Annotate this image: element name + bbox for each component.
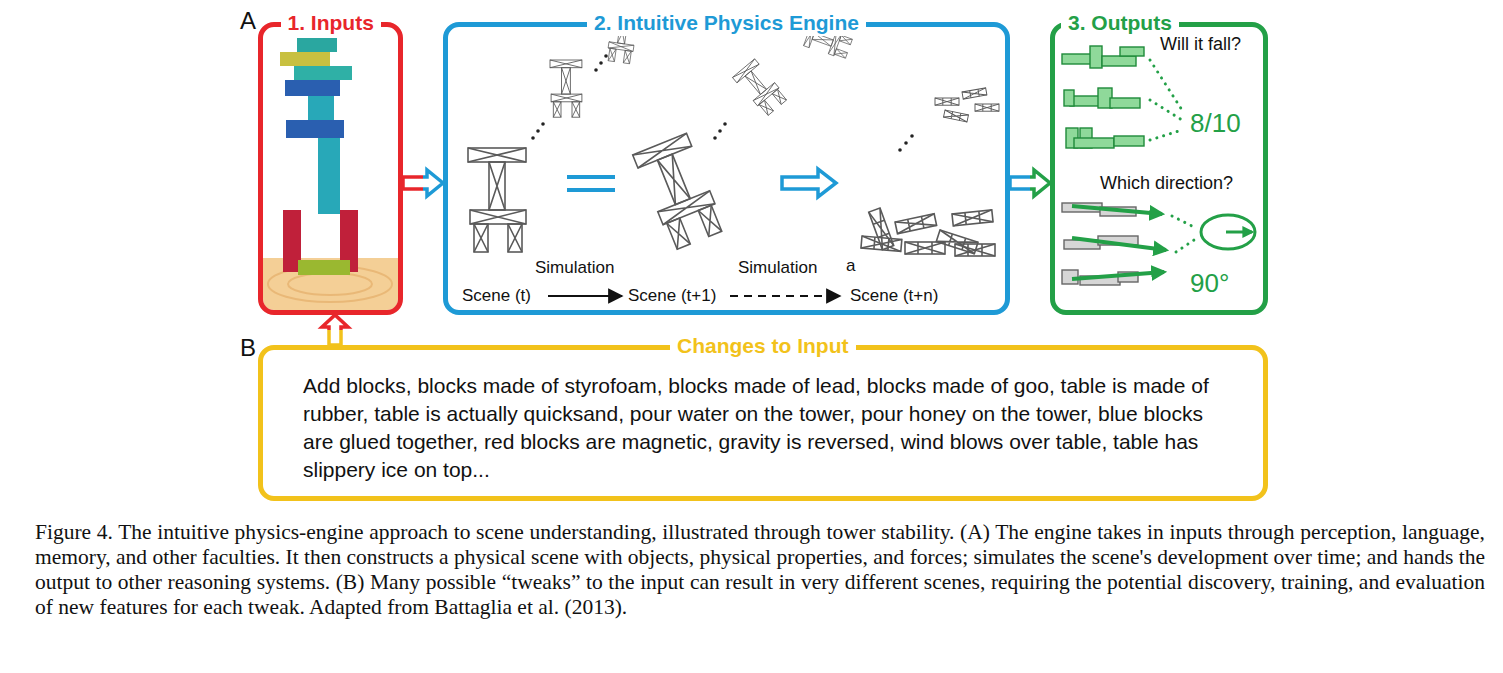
wireframe-scenes-part	[869, 208, 894, 250]
engine-arrows-part	[782, 169, 836, 197]
wireframe-scenes-part	[975, 104, 999, 111]
wireframe-scenes-part	[944, 110, 969, 122]
simulation-arrows-part	[548, 295, 622, 297]
wireframe-scenes-part	[550, 60, 582, 117]
hollow-arrow	[1010, 170, 1050, 196]
panel-body: Add blocks, blocks made of styrofoam, bl…	[303, 372, 1233, 484]
label: B	[240, 333, 256, 362]
angle-dots-part	[1176, 238, 1197, 252]
tower-photo-part	[285, 80, 340, 96]
wireframe-scenes-part-part	[541, 122, 545, 126]
panel-title: 1. Inputs	[281, 10, 381, 36]
angle-dots-part	[1172, 216, 1196, 228]
engine-arrows-part	[567, 175, 615, 179]
angle-symbol	[1201, 215, 1255, 249]
hollow-arrow	[403, 170, 443, 196]
tower-photo-part	[286, 120, 344, 138]
label: a	[846, 256, 855, 276]
panel-title: 2. Intuitive Physics Engine	[587, 10, 866, 36]
tower-photo	[263, 38, 398, 310]
label: Simulation	[535, 258, 614, 278]
count-dots-part	[1150, 130, 1182, 140]
label: Simulation	[738, 258, 817, 278]
wireframe-scenes-part	[468, 148, 526, 252]
wireframe-scenes-part	[895, 214, 937, 234]
wireframe-scenes-part	[633, 133, 726, 251]
wireframe-scenes	[468, 14, 999, 256]
label: Which direction?	[1100, 172, 1233, 194]
wireframe-scenes-part-part	[713, 136, 717, 140]
fall-outcomes-part	[1120, 47, 1144, 56]
wireframe-scenes-part	[962, 88, 987, 99]
fall-outcomes-part	[1064, 90, 1074, 106]
simulation-arrows-part	[730, 295, 840, 297]
wireframe-scenes-part	[732, 59, 788, 117]
panel-title: 3. Outputs	[1061, 10, 1179, 36]
panel: 3. Outputs	[1050, 22, 1268, 315]
panel: 2. Intuitive Physics Engine	[443, 22, 1010, 315]
label: Will it fall?	[1160, 33, 1241, 55]
count-dots-part	[1150, 100, 1182, 120]
wireframe-scenes-part-part	[536, 129, 540, 133]
engine-arrows-part	[567, 188, 615, 192]
count-dots-part	[1150, 60, 1182, 110]
wireframe-scenes-part-part	[599, 61, 603, 65]
wireframe-scenes-part-part	[898, 148, 902, 152]
label: 8/10	[1190, 108, 1241, 139]
fall-outcomes-part	[1062, 54, 1092, 64]
tower-photo-part	[280, 52, 330, 66]
angle-dots	[1172, 216, 1197, 252]
label: Scene (t+1)	[628, 286, 716, 306]
hollow-arrow	[322, 315, 348, 345]
tower-photo-part	[288, 273, 372, 295]
direction-arrows-part	[1072, 238, 1166, 250]
label: A	[240, 6, 256, 35]
fall-outcomes	[1062, 46, 1144, 148]
engine-arrows	[567, 169, 836, 197]
panel: Changes to InputAdd blocks, blocks made …	[258, 345, 1268, 501]
tower-photo-part	[297, 38, 337, 52]
tower-photo-part	[318, 138, 340, 214]
panel: 1. Inputs	[258, 22, 403, 315]
fall-outcomes-part	[1090, 46, 1102, 68]
wireframe-scenes-part-part	[531, 136, 535, 140]
wireframe-scenes-part-part	[604, 54, 608, 58]
wireframe-scenes-part-part	[723, 122, 727, 126]
angle-symbol-part	[1201, 215, 1255, 249]
wireframe-scenes-part-part	[718, 129, 722, 133]
direction-arrows-part	[1072, 272, 1164, 279]
wireframe-scenes-part	[531, 54, 914, 152]
label: 90°	[1190, 268, 1229, 299]
direction-arrows-part	[1072, 206, 1162, 214]
wireframe-scenes-part	[955, 244, 995, 256]
wireframe-scenes-part	[935, 98, 959, 105]
count-dots	[1150, 60, 1182, 140]
wireframe-scenes-part-part	[594, 68, 598, 72]
tower-photo-part	[294, 66, 352, 80]
direction-arrows	[1072, 206, 1166, 279]
wireframe-scenes-part	[905, 242, 945, 254]
panel-title: Changes to Input	[670, 333, 856, 359]
fall-outcomes-part	[1110, 98, 1140, 108]
wireframe-scenes-part-part	[904, 141, 908, 145]
label: Scene (t+n)	[850, 286, 938, 306]
fall-outcomes-part	[1114, 136, 1144, 146]
wireframe-scenes-part-part	[910, 134, 914, 138]
angle-symbol-part	[1226, 231, 1252, 234]
fall-outcomes-part	[1074, 138, 1114, 148]
wireframe-scenes-part	[952, 210, 993, 226]
fall-outcomes-part	[1102, 56, 1136, 66]
label: Scene (t)	[462, 286, 531, 306]
figure-caption: Figure 4. The intuitive physics-engine a…	[35, 520, 1485, 620]
tower-photo-part	[298, 260, 350, 275]
tower-photo-part	[308, 96, 334, 120]
